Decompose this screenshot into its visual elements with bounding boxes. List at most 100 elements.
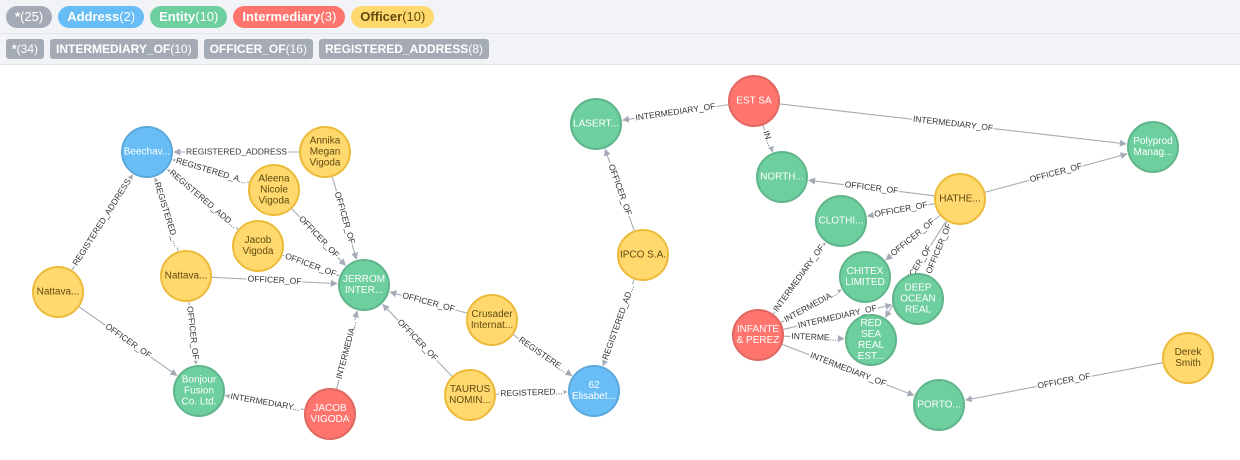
node-redsea[interactable]: REDSEAREALEST... [845,314,897,366]
edge-hathe-polyprod[interactable]: OFFICER_OF [984,152,1128,193]
node-circle[interactable] [568,365,620,417]
edge-label: OFFICER_OF [1029,161,1084,185]
node-circle[interactable] [248,164,300,216]
node-circle[interactable] [232,220,284,272]
edge-nattava1-beechav[interactable]: REGISTERED_ADDRESS [69,174,134,271]
edge-estsa-polyprod[interactable]: INTERMEDIARY_OF [779,103,1127,147]
edge-label-bg [599,282,637,363]
node-circle[interactable] [815,195,867,247]
edge-taurus-jerrom[interactable]: OFFICER_OF [382,303,453,377]
label-pill-address[interactable]: Address(2) [58,5,145,28]
rel-tag-intermediary-of[interactable]: INTERMEDIARY_OF(10) [50,39,198,59]
edge-nattava1-bonjour[interactable]: OFFICER_OF [78,306,178,376]
node-circle[interactable] [728,75,780,127]
node-polyprod[interactable]: PolyprodManag... [1127,121,1179,173]
node-circle[interactable] [299,126,351,178]
node-label: CHITEX [847,266,884,277]
node-circle[interactable] [444,369,496,421]
edge-label: REGISTERED_... [153,181,183,248]
node-circle[interactable] [160,250,212,302]
edge-label-bg [516,333,570,376]
node-circle[interactable] [121,126,173,178]
node-nattava1[interactable]: Nattava... [32,266,84,318]
edge-label: REGISTERED_ADDRESS [70,176,133,267]
node-circle[interactable] [1127,121,1179,173]
edge-crusader-elisabet[interactable]: REGISTERE... [513,333,573,377]
node-circle[interactable] [32,266,84,318]
node-circle[interactable] [839,251,891,303]
rel-tag-officer-of[interactable]: OFFICER_OF(16) [203,39,313,59]
edge-hathe-clothi[interactable]: OFFICER_OF [866,199,935,220]
node-north[interactable]: NORTH... [756,151,808,203]
node-circle[interactable] [338,259,390,311]
edge-ipco-lasert[interactable]: OFFICER_OF [603,148,635,231]
node-label: IPCO S.A. [620,250,666,261]
edge-label-bg [807,349,889,389]
edge-jacobvi-jerrom[interactable]: INTERMEDIA... [333,310,359,389]
rel-tag-registered-address[interactable]: REGISTERED_ADDRESS(8) [318,39,489,59]
edge-infante-redsea[interactable]: INTERME... [783,330,845,343]
node-beechav[interactable]: Beechav... [121,126,173,178]
edge-label-bg [790,330,838,343]
edge-annika-beechav[interactable]: REGISTERED_ADDRESS [173,146,299,157]
rel-tag-all[interactable]: *(34) [6,39,45,59]
node-circle[interactable] [570,98,622,150]
node-circle[interactable] [845,314,897,366]
node-ipco[interactable]: IPCO S.A. [617,229,669,281]
nodes-layer: Beechav... AnnikaMeganVigodaAleenaNicoleV… [32,75,1214,440]
edge-ipco-elisabet[interactable]: REGISTERED_AD... [599,279,637,367]
edge-label: REGISTERE... [517,334,569,374]
node-circle[interactable] [466,294,518,346]
edge-hathe-north[interactable]: OFFICER_OF [808,177,935,197]
node-circle[interactable] [756,151,808,203]
node-crusader[interactable]: CrusaderInternat... [466,294,518,346]
node-circle[interactable] [1162,332,1214,384]
node-label: Polyprod [1133,136,1172,147]
edge-crusader-jerrom[interactable]: OFFICER_OF [389,289,468,315]
edge-label-bg [246,273,303,287]
label-pill-intermediary[interactable]: Intermediary(3) [233,5,346,28]
edge-label-bg [173,154,249,186]
node-circle[interactable] [732,309,784,361]
edge-estsa-lasert[interactable]: INTERMEDIARY_OF [622,100,729,123]
node-circle[interactable] [304,388,356,440]
label-pill-officer[interactable]: Officer(10) [351,5,435,28]
node-porto[interactable]: PORTO... [913,379,965,431]
node-nattava2[interactable]: Nattava... [160,250,212,302]
node-hathe[interactable]: HATHE... [934,173,986,225]
label-pill-all[interactable]: *(25) [6,5,53,28]
graph-canvas[interactable]: REGISTERED_ADDRESSREGISTERED_A...REGISTE… [0,66,1240,460]
node-infante[interactable]: INFANTE& PEREZ [732,309,784,361]
node-circle[interactable] [913,379,965,431]
node-circle[interactable] [934,173,986,225]
edge-derek-porto[interactable]: OFFICER_OF [964,362,1163,403]
edge-nattava2-jerrom[interactable]: OFFICER_OF [211,273,338,287]
node-lasert[interactable]: LASERT... [570,98,622,150]
node-estsa[interactable]: EST SA [728,75,780,127]
edge-jacobvi-bonjour[interactable]: INTERMEDIARY... [224,390,305,414]
edge-nattava2-beechav[interactable]: REGISTERED_... [152,177,183,252]
node-clothi[interactable]: CLOTHI... [815,195,867,247]
node-elisabet[interactable]: 62Elisabet... [568,365,620,417]
node-taurus[interactable]: TAURUSNOMIN... [444,369,496,421]
edge-label-bg [923,220,954,276]
edge-taurus-elisabet[interactable]: REGISTERED... [495,386,568,399]
node-jerrom[interactable]: JERROMINTER... [338,259,390,311]
edge-estsa-north[interactable]: IN... [760,125,777,153]
edge-nattava2-bonjour[interactable]: OFFICER_OF [185,301,202,365]
node-circle[interactable] [892,273,944,325]
edge-label: OFFICER_OF [297,214,341,260]
label-pill-entity[interactable]: Entity(10) [150,5,228,28]
node-circle[interactable] [173,365,225,417]
edge-label: INTERMEDIARY... [230,391,301,413]
node-label: Aleena [258,174,290,185]
node-circle[interactable] [617,229,669,281]
